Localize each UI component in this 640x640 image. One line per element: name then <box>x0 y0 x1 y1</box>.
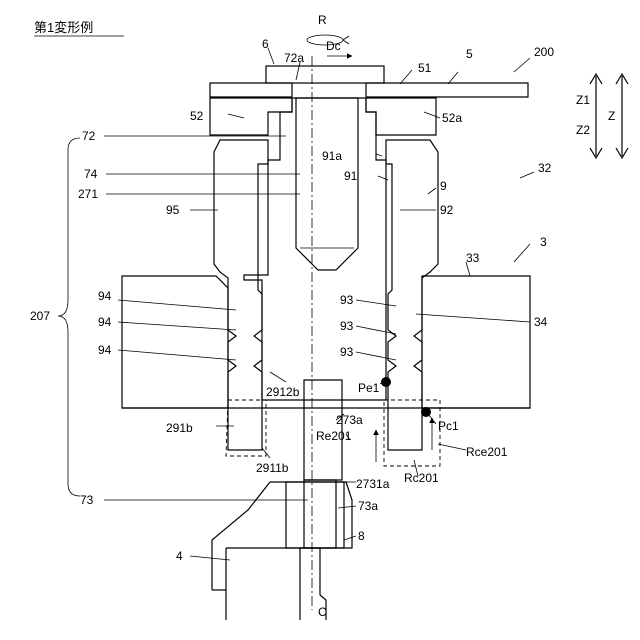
label-273a: 273a <box>336 413 363 427</box>
label-73a: 73a <box>358 499 378 513</box>
label-c: C <box>318 605 327 619</box>
label-9: 9 <box>440 179 447 193</box>
label-271: 271 <box>78 187 98 201</box>
label-93-1: 93 <box>340 293 354 307</box>
label-51: 51 <box>418 61 432 75</box>
shaft-body-72 <box>244 98 386 400</box>
label-34: 34 <box>534 315 548 329</box>
label-95: 95 <box>166 203 180 217</box>
label-8: 8 <box>358 529 365 543</box>
label-93-3: 93 <box>340 345 354 359</box>
label-73: 73 <box>80 493 94 507</box>
label-2911b: 2911b <box>256 461 289 475</box>
label-74: 74 <box>84 167 98 181</box>
label-2731a: 2731a <box>356 477 390 491</box>
label-207: 207 <box>30 309 50 323</box>
label-72a: 72a <box>284 51 304 65</box>
label-rc201: Rc201 <box>404 471 439 485</box>
seal-9 <box>214 140 438 450</box>
label-z1: Z1 <box>576 93 590 107</box>
label-pe1: Pe1 <box>358 381 380 395</box>
label-4: 4 <box>176 549 183 563</box>
label-dc: Dc <box>326 39 341 53</box>
figure-title: 第1変形例 <box>34 20 93 35</box>
label-re201: Re201 <box>316 429 352 443</box>
label-2912b: 2912b <box>266 385 300 399</box>
label-94-1: 94 <box>98 289 112 303</box>
top-plate-5 <box>210 82 528 98</box>
label-33: 33 <box>466 251 480 265</box>
label-94-2: 94 <box>98 315 112 329</box>
label-r: R <box>318 13 327 27</box>
label-91: 91 <box>344 169 358 183</box>
label-52: 52 <box>190 109 204 123</box>
head-6 <box>266 66 384 83</box>
label-32: 32 <box>538 161 552 175</box>
label-72: 72 <box>82 129 96 143</box>
label-6: 6 <box>262 37 269 51</box>
housing-3 <box>122 276 530 408</box>
label-5: 5 <box>466 47 473 61</box>
label-94-3: 94 <box>98 343 112 357</box>
label-3: 3 <box>540 235 547 249</box>
lower-body-4-8 <box>212 482 352 620</box>
label-200: 200 <box>534 45 554 59</box>
label-92: 92 <box>440 203 454 217</box>
label-93-2: 93 <box>340 319 354 333</box>
lower-plate-52 <box>210 98 436 135</box>
label-z2: Z2 <box>576 123 590 137</box>
label-291b: 291b <box>166 421 193 435</box>
label-rce201: Rce201 <box>466 445 508 459</box>
label-z: Z <box>608 109 615 123</box>
label-91a: 91a <box>322 149 342 163</box>
label-52a: 52a <box>442 111 462 125</box>
label-pc1: Pc1 <box>438 419 459 433</box>
